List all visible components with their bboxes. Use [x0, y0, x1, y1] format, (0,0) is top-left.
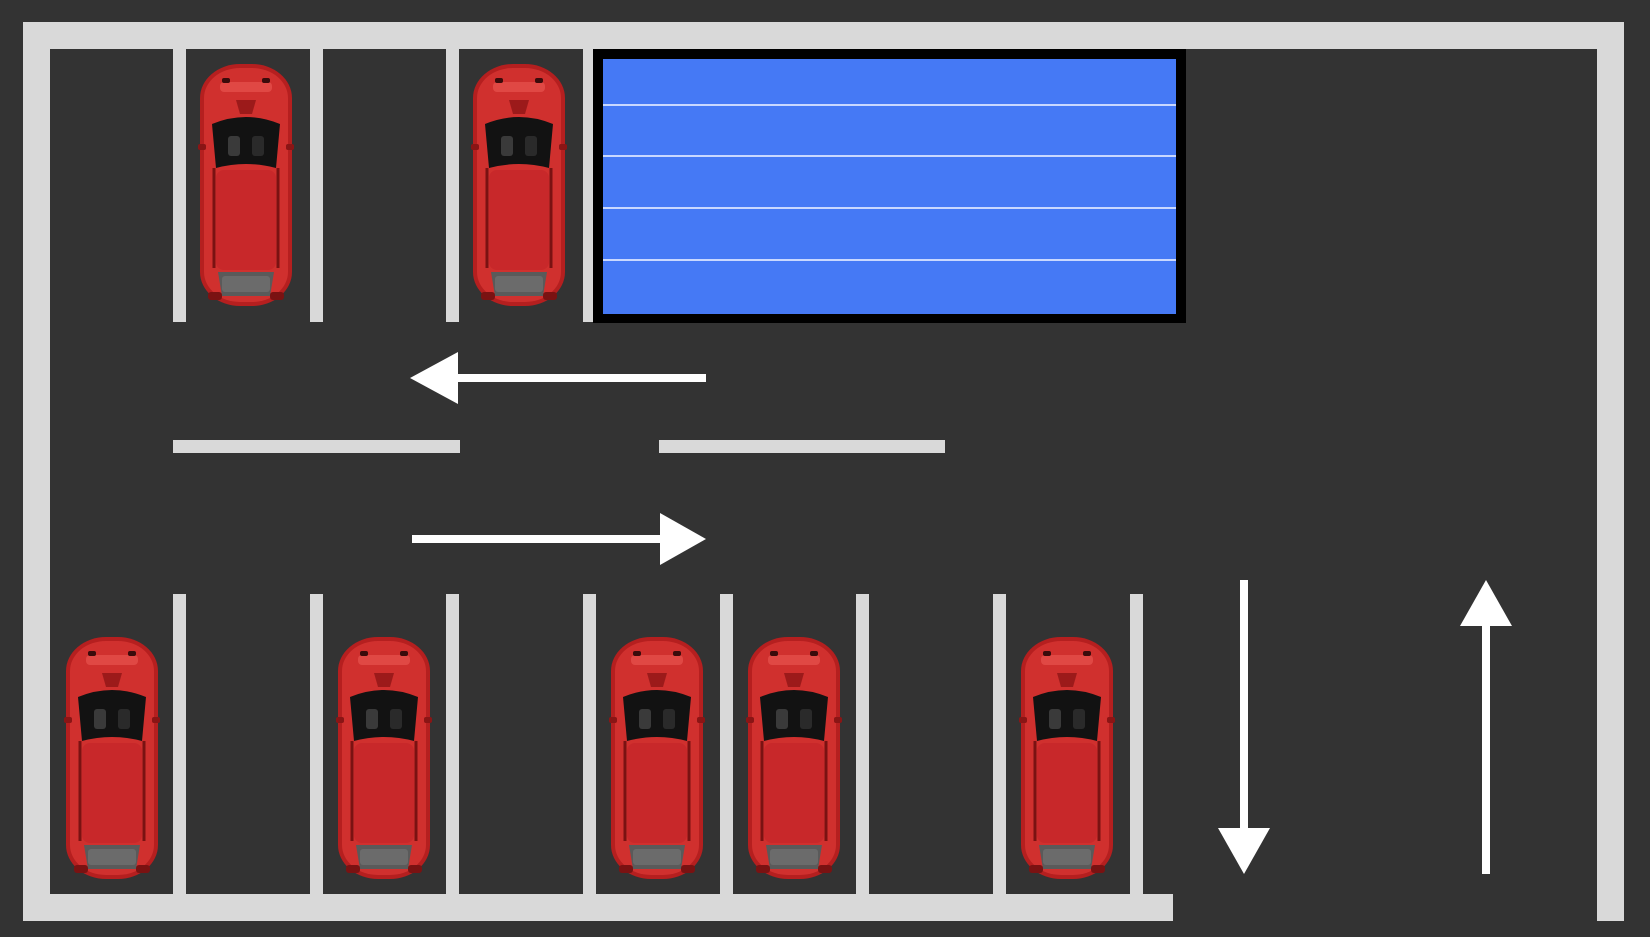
bottom-slot-divider: [446, 594, 459, 894]
red-car-icon[interactable]: [60, 633, 164, 883]
game-title: [0, 0, 1, 1]
top-slot-divider: [173, 49, 186, 322]
top-slot-divider: [446, 49, 459, 322]
lane-divider: [173, 440, 460, 453]
top-slot-divider: [583, 49, 596, 322]
top-slot-divider: [310, 49, 323, 322]
target-parking-zone: [593, 49, 1186, 323]
bottom-slot-divider: [1130, 594, 1143, 894]
red-car-icon[interactable]: [605, 633, 709, 883]
red-car-icon[interactable]: [467, 60, 571, 310]
wall-top: [23, 22, 1624, 49]
red-car-icon[interactable]: [194, 60, 298, 310]
wall-bottom: [23, 894, 1173, 921]
bottom-slot-divider: [993, 594, 1006, 894]
bottom-slot-divider: [720, 594, 733, 894]
red-car-icon[interactable]: [742, 633, 846, 883]
red-car-icon[interactable]: [1015, 633, 1119, 883]
lane-divider: [659, 440, 945, 453]
wall-right: [1597, 22, 1624, 921]
arrow-up-icon: [1460, 580, 1512, 874]
arrow-left-icon: [410, 352, 706, 404]
bottom-slot-divider: [173, 594, 186, 894]
red-car-icon[interactable]: [332, 633, 436, 883]
wall-left: [23, 22, 50, 921]
arrow-right-icon: [412, 513, 706, 565]
arrow-down-icon: [1218, 580, 1270, 874]
bottom-slot-divider: [856, 594, 869, 894]
bottom-slot-divider: [310, 594, 323, 894]
bottom-slot-divider: [583, 594, 596, 894]
